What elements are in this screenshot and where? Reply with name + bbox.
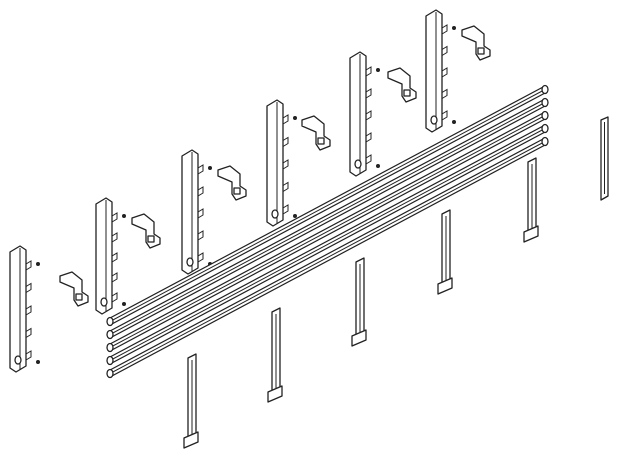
screw-icon: [36, 262, 40, 266]
support-post: [267, 307, 283, 403]
busbar: [106, 84, 549, 327]
screw-icon: [293, 214, 297, 218]
support-bracket: [266, 99, 297, 227]
support-brackets: [9, 9, 456, 373]
clamp-piece: [59, 271, 89, 307]
clamp-piece: [461, 25, 491, 61]
support-post: [183, 353, 199, 449]
support-post: [351, 257, 367, 347]
screw-icon: [36, 360, 40, 364]
busbar: [106, 136, 549, 379]
busbar: [106, 123, 549, 366]
screw-icon: [208, 166, 212, 170]
busbar: [106, 110, 549, 353]
support-posts: [183, 157, 539, 449]
clamp-piece: [217, 165, 247, 201]
clamp-piece: [131, 213, 161, 249]
end-post: [600, 116, 609, 201]
clamp-piece: [301, 115, 331, 151]
busbar: [106, 97, 549, 340]
clamp-piece: [387, 67, 417, 103]
busbar-set: [106, 84, 549, 379]
end-post: [600, 116, 609, 201]
screw-icon: [452, 26, 456, 30]
clamp-pieces: [59, 25, 491, 307]
support-bracket: [9, 245, 40, 373]
support-post: [437, 209, 453, 295]
support-bracket: [349, 51, 380, 177]
support-bracket: [181, 149, 212, 275]
support-bracket: [425, 9, 456, 133]
support-bracket: [95, 197, 126, 315]
screw-icon: [122, 302, 126, 306]
screw-icon: [452, 120, 456, 124]
screw-icon: [122, 214, 126, 218]
screw-icon: [376, 68, 380, 72]
screw-icon: [293, 116, 297, 120]
screw-icon: [376, 164, 380, 168]
support-post: [523, 157, 539, 243]
